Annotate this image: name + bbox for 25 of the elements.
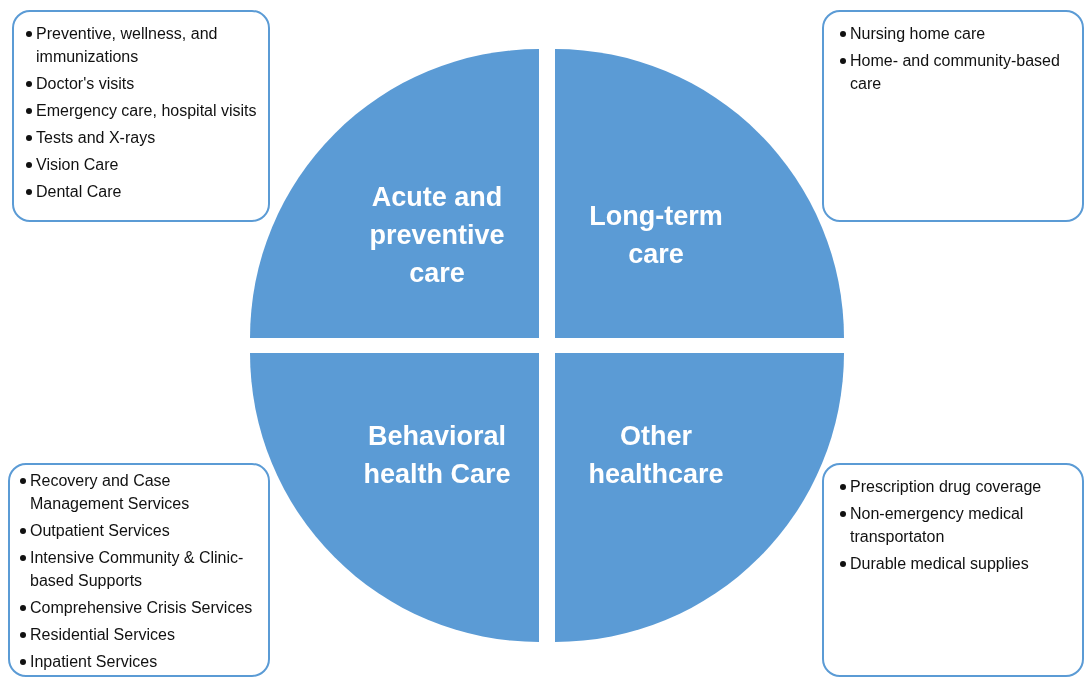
quadrant-title: Acute and preventive care	[368, 181, 506, 290]
list-item: Intensive Community & Clinic-based Supports	[30, 549, 244, 589]
list-item: Comprehensive Crisis Services	[30, 599, 253, 616]
list-item: Inpatient Services	[30, 653, 158, 670]
list-item: Non-emergency medical transportaton	[850, 505, 1024, 545]
quadrant-title: Long-term care	[588, 200, 724, 271]
quadrant-title: Behavioral health Care	[362, 420, 512, 491]
quadrant-title: Other healthcare	[587, 420, 725, 491]
list-item: Prescription drug coverage	[850, 478, 1042, 495]
list-item: Outpatient Services	[30, 522, 170, 539]
text-box	[822, 463, 1084, 677]
list-item: Vision Care	[36, 156, 119, 173]
list-item: Doctor's visits	[36, 75, 135, 92]
list-item: Residential Services	[30, 626, 175, 643]
list-item: Emergency care, hospital visits	[36, 102, 257, 119]
list-item: Durable medical supplies	[850, 555, 1029, 572]
text-box	[12, 10, 270, 222]
list-item: Preventive, wellness, and immunizations	[36, 25, 218, 65]
list-item: Tests and X-rays	[36, 129, 156, 146]
list-item: Dental Care	[36, 183, 122, 200]
text-box	[822, 10, 1084, 222]
text-box	[8, 463, 270, 677]
list-item: Recovery and Case Management Services	[30, 472, 190, 512]
list-item: Nursing home care	[850, 25, 986, 42]
list-item: Home- and community-based care	[850, 52, 1060, 92]
